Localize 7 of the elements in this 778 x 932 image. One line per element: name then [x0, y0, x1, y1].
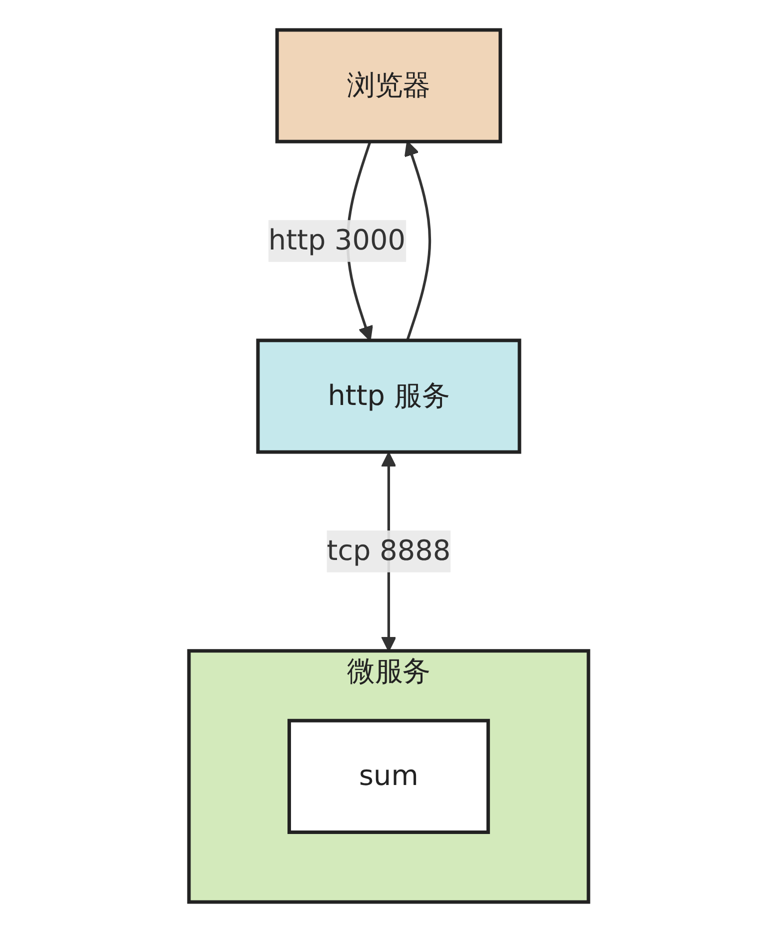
flowchart: 浏览器 http 3000 http 服务 tcp 8888 微服务 sum	[175, 16, 603, 916]
node-box	[276, 28, 502, 144]
edge-label: http 3000	[268, 224, 406, 257]
node-box	[256, 338, 522, 454]
edge-label: tcp 8888	[327, 534, 451, 568]
node-box	[288, 718, 490, 834]
cluster	[188, 649, 590, 904]
